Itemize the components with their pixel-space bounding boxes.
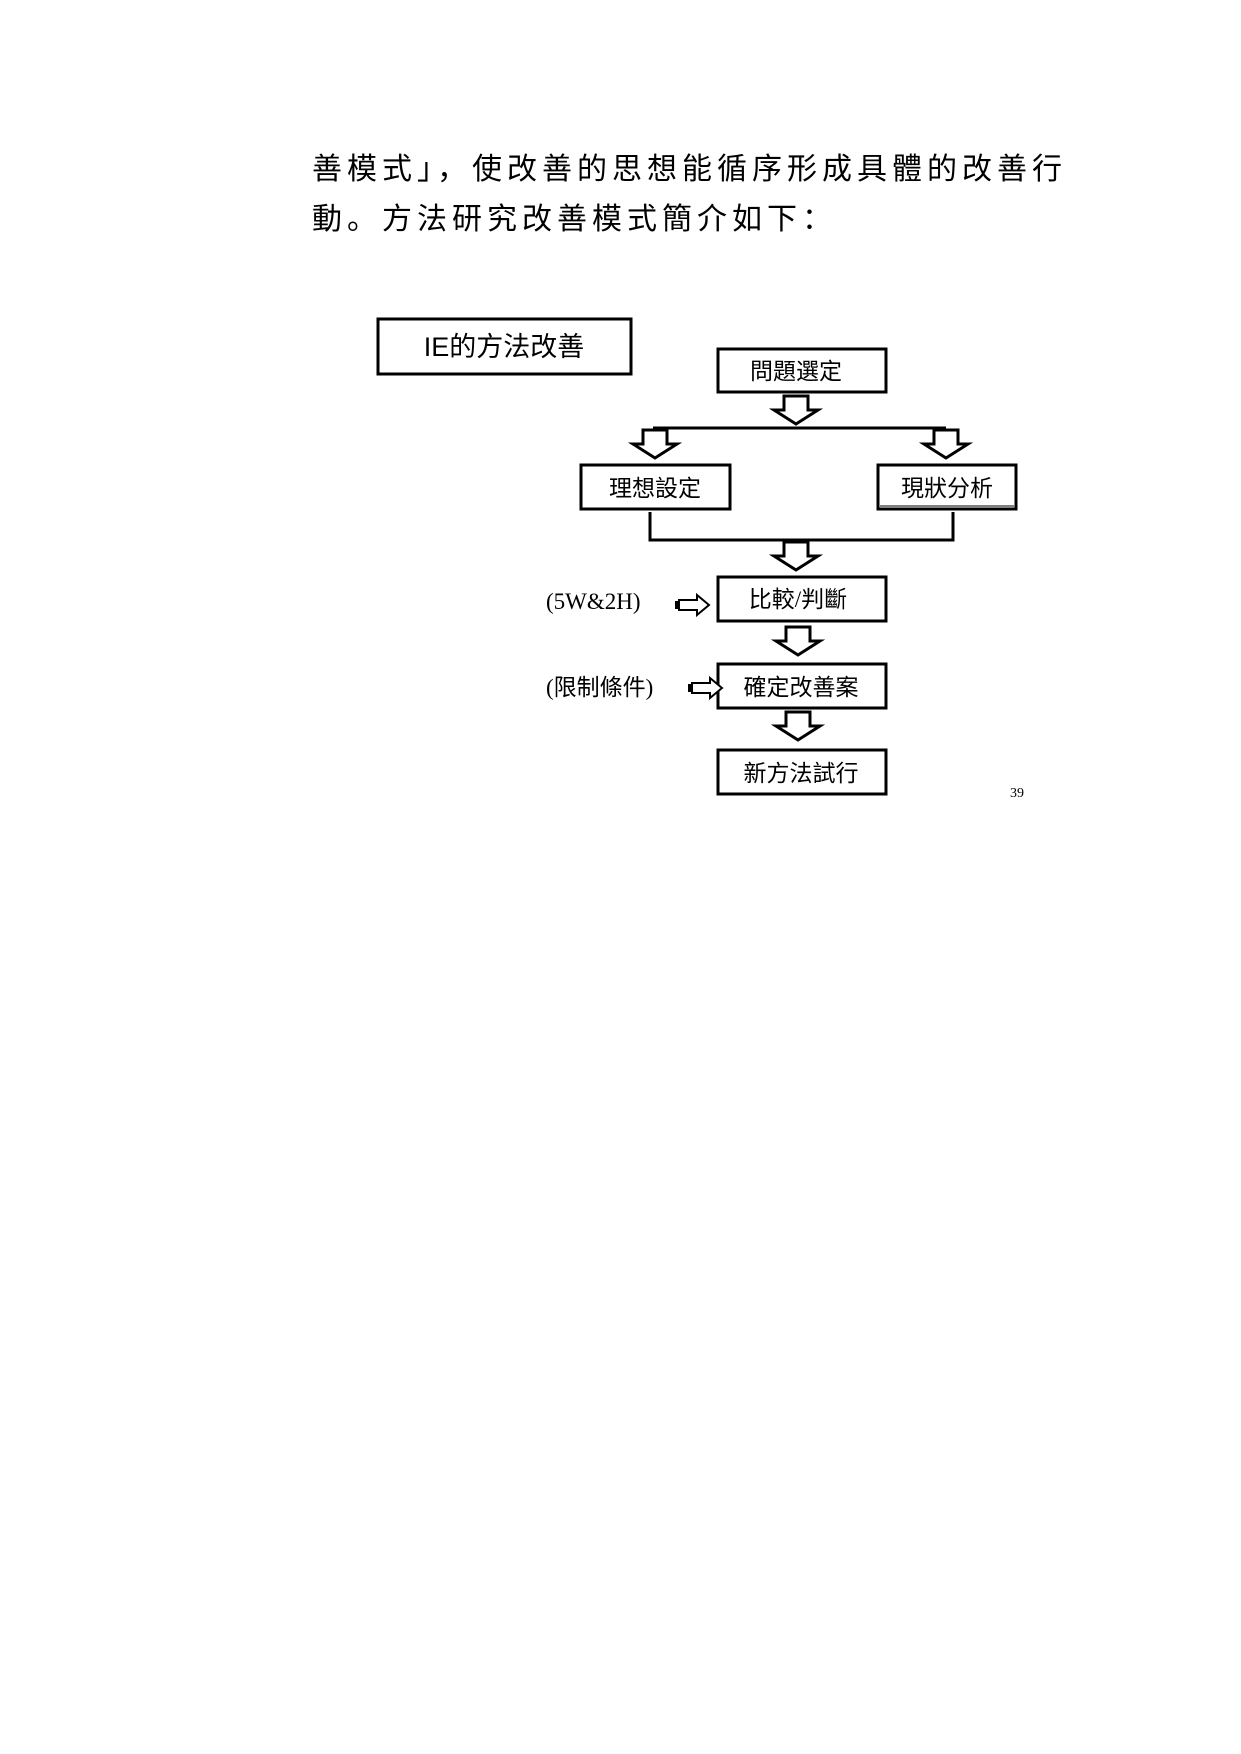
down-arrow-icon <box>774 625 822 657</box>
diagram-title: IE的方法改善 <box>424 332 585 362</box>
node-confirm-label: 確定改善案 <box>744 675 859 700</box>
diagram-title-box: IE的方法改善 <box>376 317 633 376</box>
node-compare-label: 比較/判斷 <box>749 587 847 612</box>
node-problem-selection: 問題選定 <box>716 347 888 394</box>
paragraph-line-1: 善模式」，使改善的思想能循序形成具體的改善行 <box>312 152 1067 187</box>
node-ideal-setting: 理想設定 <box>579 463 732 511</box>
merge-connector <box>648 512 955 542</box>
flowchart: IE的方法改善 問題選定 理想設定 現狀分析 <box>376 317 1018 796</box>
node-current-analysis: 現狀分析 <box>876 463 1018 511</box>
page-number: 39 <box>1010 786 1024 801</box>
node-trial-label: 新方法試行 <box>744 761 859 786</box>
side-label-constraints: (限制條件) <box>546 675 653 700</box>
down-arrow-icon <box>631 428 679 460</box>
node-new-method-trial: 新方法試行 <box>716 748 888 796</box>
down-arrow-icon <box>772 394 820 426</box>
down-arrow-icon <box>772 540 820 572</box>
node-problem-label: 問題選定 <box>750 359 842 384</box>
intro-paragraph: 善模式」，使改善的思想能循序形成具體的改善行 動。方法研究改善模式簡介如下： <box>312 145 1072 245</box>
side-label-5w2h: (5W&2H) <box>546 589 641 614</box>
node-current-label: 現狀分析 <box>901 476 993 501</box>
node-compare-judge: 比較/判斷 <box>716 575 888 623</box>
paragraph-line-2: 動。方法研究改善模式簡介如下： <box>312 202 837 237</box>
down-arrow-icon <box>774 710 822 742</box>
node-confirm-plan: 確定改善案 <box>716 662 888 710</box>
right-arrow-icon <box>674 594 710 616</box>
down-arrow-icon <box>922 428 970 460</box>
node-ideal-label: 理想設定 <box>609 476 701 501</box>
